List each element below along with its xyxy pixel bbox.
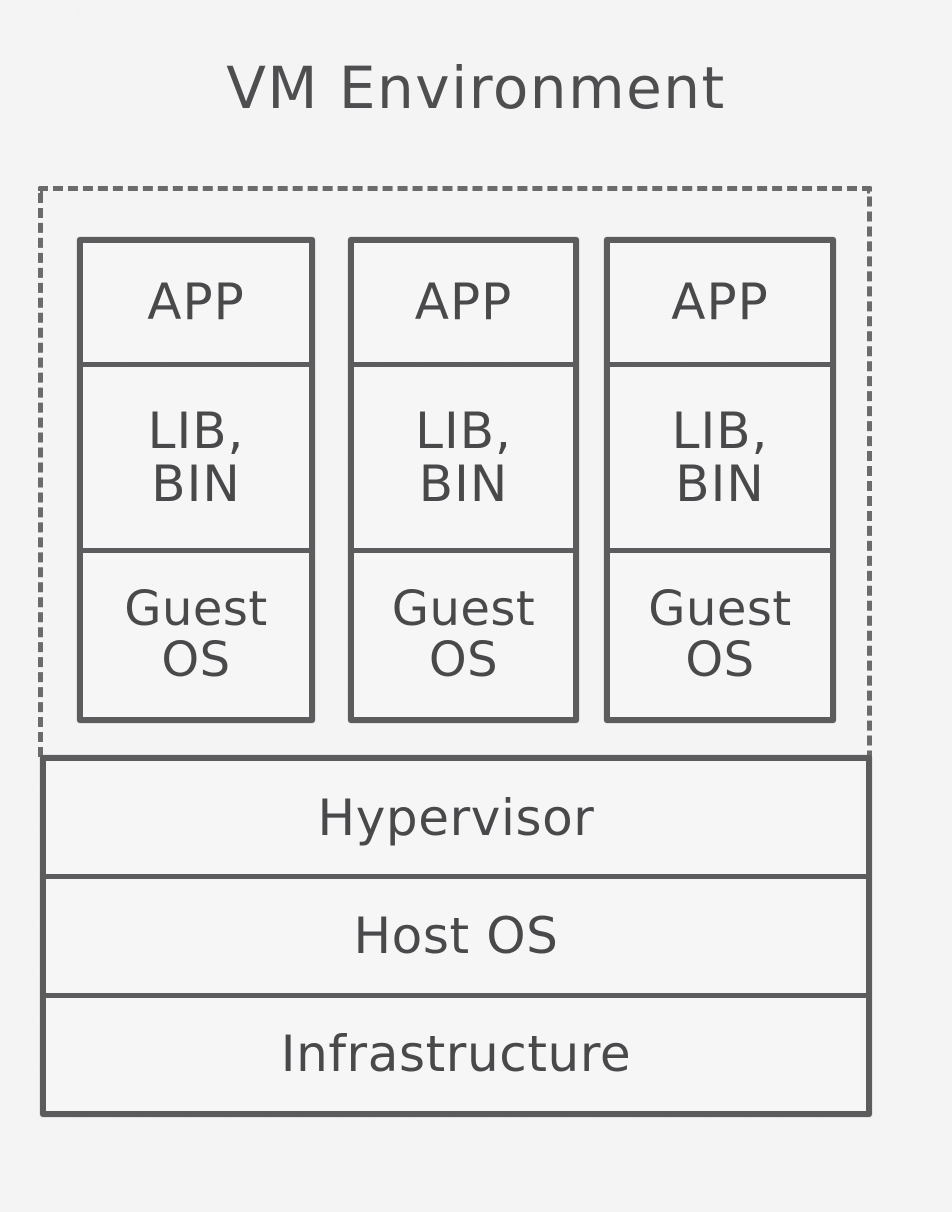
vm-1-app-cell: APP [83, 243, 309, 367]
vm-1-guest-os-cell: Guest OS [124, 581, 268, 688]
vm-3-app-cell: APP [610, 243, 830, 367]
vm-3-guest-os-cell: Guest OS [648, 581, 792, 688]
vm-column-3[interactable]: APP LIB, BIN Guest OS [604, 237, 836, 723]
host-os-layer[interactable]: Host OS [46, 874, 866, 992]
infrastructure-layer[interactable]: Infrastructure [46, 992, 866, 1111]
hypervisor-layer[interactable]: Hypervisor [317, 788, 595, 847]
vm-column-1[interactable]: APP LIB, BIN Guest OS [77, 237, 315, 723]
vm-2-app-cell: APP [354, 243, 573, 367]
vm-3-lib-bin-cell: LIB, BIN [610, 367, 830, 553]
page-title: VM Environment [226, 54, 726, 122]
vm-group-dashed-boundary [38, 186, 872, 758]
vm-column-2[interactable]: APP LIB, BIN Guest OS [348, 237, 579, 723]
vm-2-guest-os-cell: Guest OS [391, 581, 536, 688]
host-stack: Hypervisor Host OS Infrastructure [40, 755, 872, 1117]
vm-2-lib-bin-cell: LIB, BIN [354, 367, 573, 553]
vm-1-lib-bin-cell: LIB, BIN [83, 367, 309, 553]
